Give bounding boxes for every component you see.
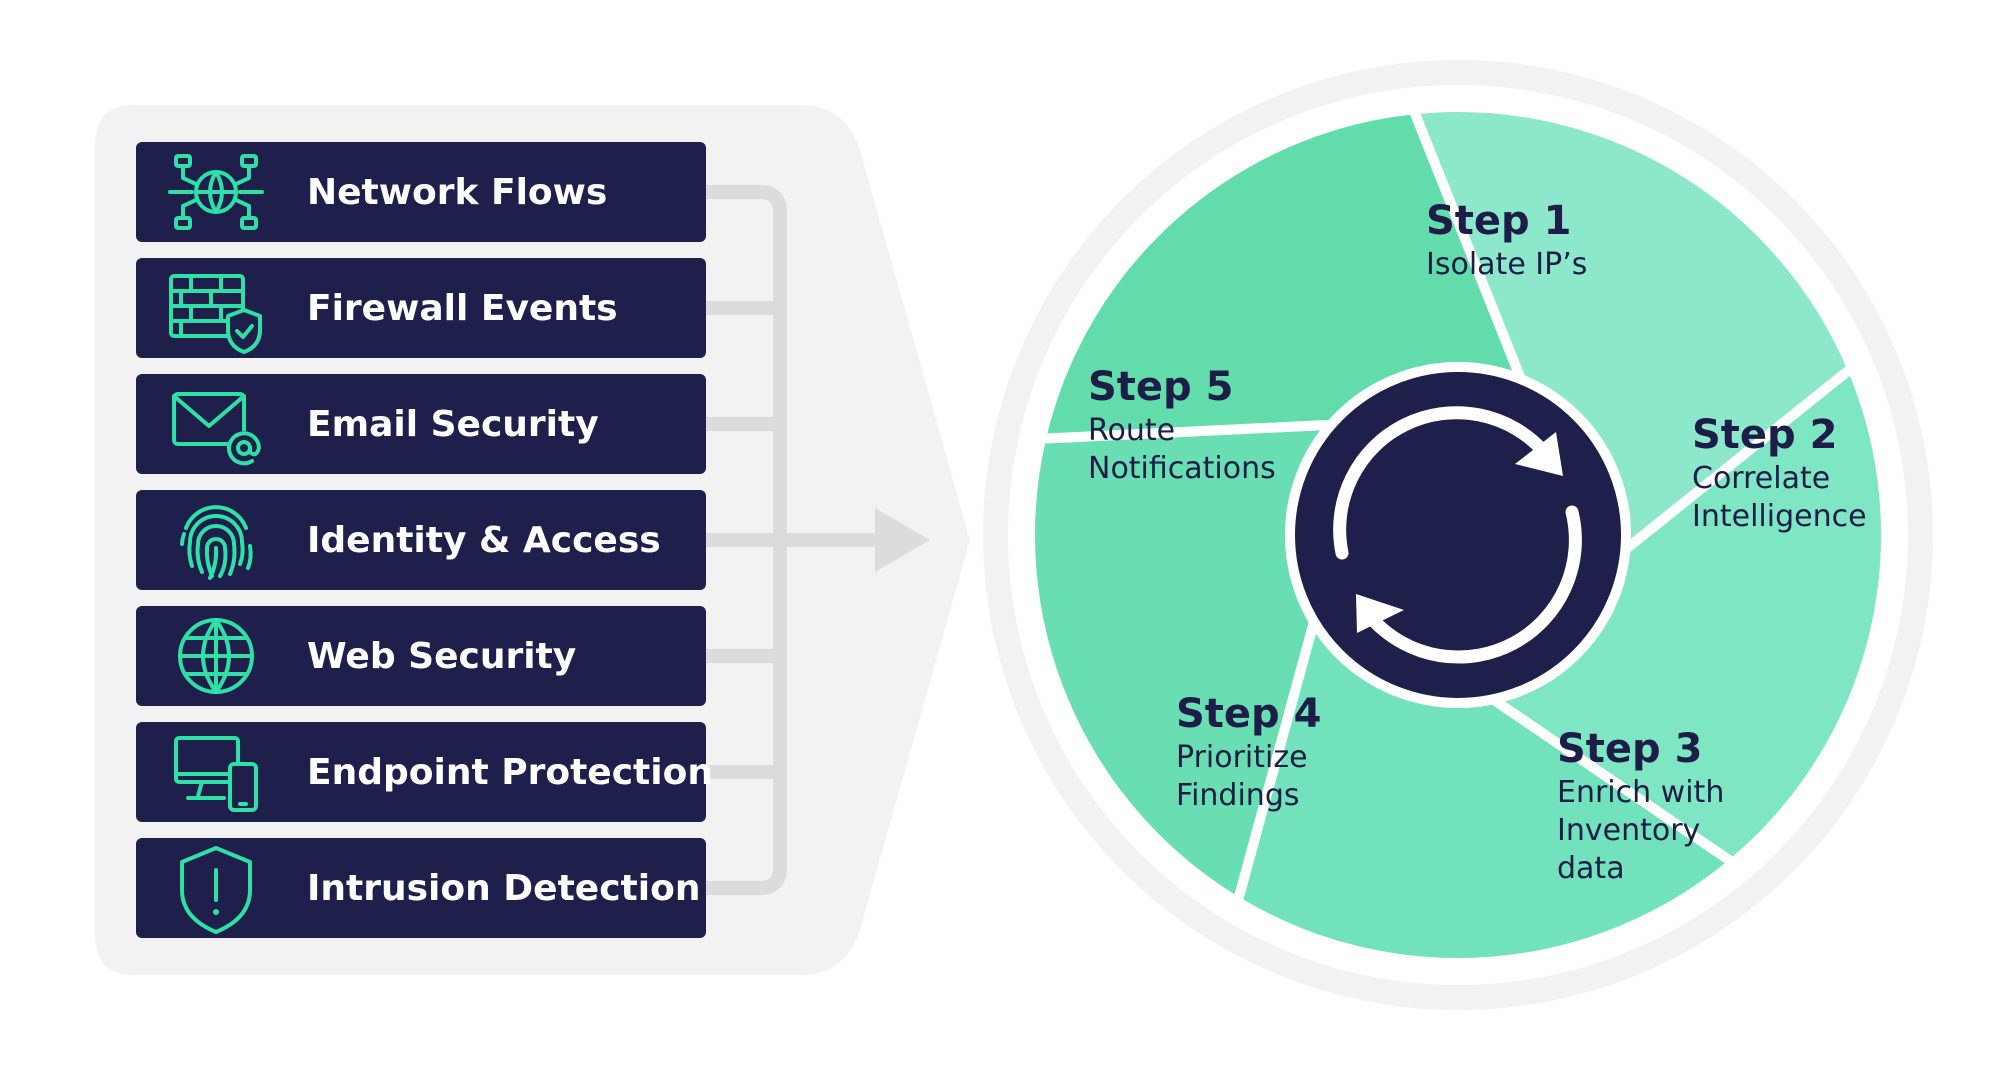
source-box: [136, 142, 706, 242]
source-label: Firewall Events: [307, 288, 618, 329]
source-box: [136, 374, 706, 474]
source-label: Network Flows: [307, 172, 607, 213]
globe-icon: [178, 618, 254, 694]
source-label: Intrusion Detection: [307, 868, 700, 909]
source-item: Identity & Access: [136, 490, 706, 590]
step-title: Step 3: [1557, 726, 1702, 772]
step-description: Intelligence: [1692, 499, 1867, 534]
step-title: Step 1: [1426, 198, 1571, 244]
shield-alert-icon: [180, 846, 252, 934]
source-box: [136, 838, 706, 938]
step-title: Step 2: [1692, 412, 1837, 458]
step-title: Step 4: [1176, 691, 1321, 737]
source-label: Identity & Access: [307, 520, 661, 561]
email-at-icon: [172, 392, 261, 466]
source-box: [136, 258, 706, 358]
source-label: Endpoint Protection: [307, 752, 713, 793]
source-box: [136, 722, 706, 822]
fingerprint-icon: [180, 505, 253, 580]
devices-icon: [174, 736, 258, 812]
source-box: [136, 606, 706, 706]
step-description: Isolate IP’s: [1426, 247, 1587, 282]
step-description: Notifications: [1088, 451, 1276, 486]
source-box: [136, 490, 706, 590]
firewall-shield-icon: [169, 274, 262, 354]
source-item: Web Security: [136, 606, 706, 706]
step-description: Findings: [1176, 778, 1300, 813]
flow-arrow-icon: [875, 508, 930, 572]
step-description: Correlate: [1692, 461, 1830, 496]
step-title: Step 5: [1088, 364, 1233, 410]
source-item: Firewall Events: [136, 258, 706, 358]
cycle-segments: [1025, 102, 1891, 968]
source-label: Web Security: [307, 636, 576, 677]
refresh-cycle-icon: [1333, 406, 1582, 664]
step-description: data: [1557, 851, 1625, 886]
source-item: Network Flows: [136, 142, 706, 242]
step-description: Enrich with: [1557, 775, 1724, 810]
step-description: Prioritize: [1176, 740, 1308, 775]
source-item: Endpoint Protection: [136, 722, 713, 822]
connector-lines: [693, 185, 892, 895]
source-item: Email Security: [136, 374, 706, 474]
step-description: Inventory: [1557, 813, 1700, 848]
source-item: Intrusion Detection: [136, 838, 706, 938]
network-globe-icon: [168, 154, 264, 230]
step-description: Route: [1088, 413, 1175, 448]
source-label: Email Security: [307, 404, 599, 445]
